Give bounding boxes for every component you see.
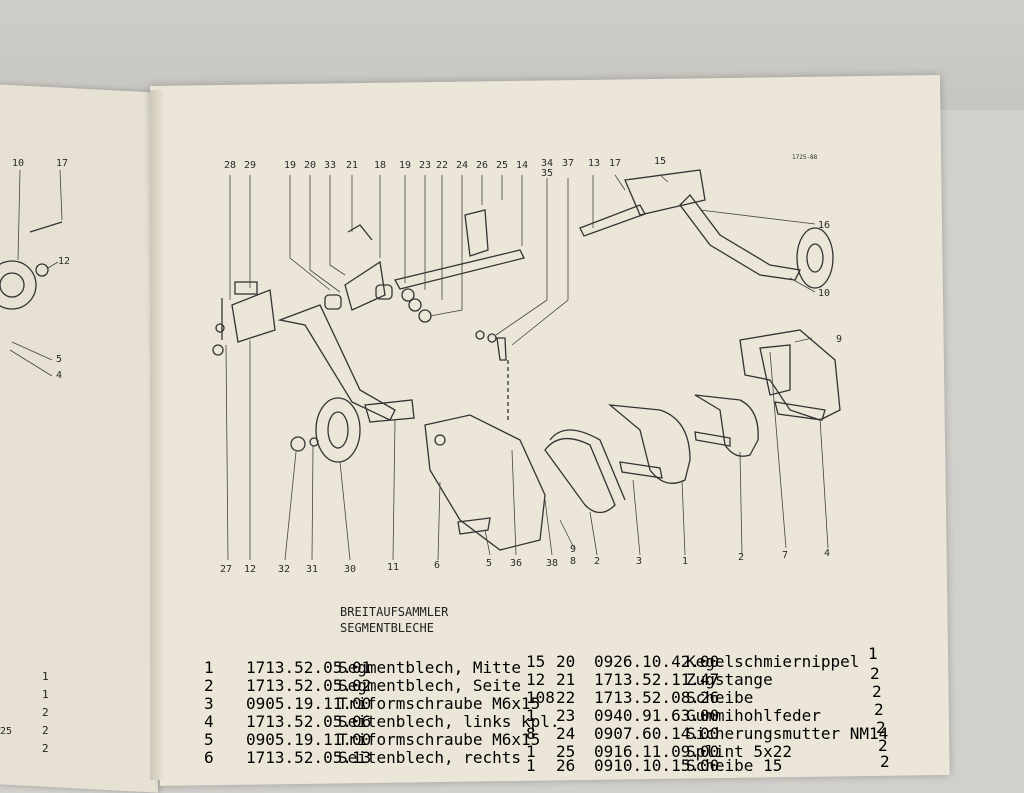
section-heading: BREITAUFSAMMLER SEGMENTBLECHE — [340, 604, 448, 636]
callout: 34 — [541, 158, 554, 169]
wheel-right — [796, 227, 834, 289]
callout: 25 — [0, 726, 13, 737]
callout: 37 — [562, 158, 575, 169]
callout: 19 — [284, 160, 297, 171]
callout: 9 — [836, 334, 843, 345]
callout: 2 — [738, 552, 745, 563]
callout: 33 — [324, 160, 337, 171]
callout: 38 — [546, 558, 559, 569]
exploded-parts-drawing — [0, 169, 841, 561]
wheel-arm — [277, 304, 396, 421]
callout: 10 — [12, 158, 25, 169]
left-qty: 2 — [42, 724, 49, 737]
segment-sheet — [544, 438, 616, 514]
callout: 25 — [496, 160, 509, 171]
left-bolt — [29, 221, 63, 233]
bracket — [344, 260, 386, 311]
callout: 3 — [636, 556, 643, 567]
callout: 12 — [58, 256, 71, 267]
callout: 36 — [510, 558, 523, 569]
callout: 5 — [56, 354, 63, 365]
doc-ref: 1725-88 — [792, 154, 818, 161]
callout: 27 — [220, 564, 233, 575]
callout: 28 — [224, 160, 237, 171]
callout: 6 — [434, 560, 441, 571]
left-qty: 2 — [42, 706, 49, 719]
callout: 15 — [654, 156, 667, 167]
axle-tube — [394, 249, 525, 290]
left-qty: 2 — [42, 742, 49, 755]
callout: 2 — [594, 556, 601, 567]
callout: 13 — [588, 158, 601, 169]
callout: 16 — [818, 220, 831, 231]
callout: 20 — [304, 160, 317, 171]
callout: 21 — [346, 160, 359, 171]
callout: 7 — [782, 550, 789, 561]
callout: 4 — [824, 548, 831, 559]
wheel-left — [315, 397, 361, 463]
heading-line-2: SEGMENTBLECHE — [340, 621, 434, 635]
callout: 30 — [344, 564, 357, 575]
callout: 26 — [476, 160, 489, 171]
left-qty: 1 — [42, 688, 49, 701]
left-qty: 1 — [42, 670, 49, 683]
callout: 29 — [244, 160, 257, 171]
segment-sheet-side — [694, 394, 759, 457]
callout: 31 — [306, 564, 319, 575]
callout: 12 — [244, 564, 257, 575]
callout: 11 — [387, 562, 400, 573]
left-wheel-outline — [0, 260, 37, 310]
callout: 10 — [818, 288, 831, 299]
callout: 5 — [486, 558, 493, 569]
book-spine — [150, 90, 164, 780]
callout: 35 — [541, 168, 554, 179]
callout: 8 — [570, 556, 577, 567]
heading-line-1: BREITAUFSAMMLER — [340, 605, 449, 619]
callout: 9 — [570, 544, 577, 555]
callout: 17 — [56, 158, 69, 169]
callout: 23 — [419, 160, 432, 171]
callout: 1 — [682, 556, 689, 567]
callout: 19 — [399, 160, 412, 171]
callout: 24 — [456, 160, 469, 171]
callout: 4 — [56, 370, 63, 381]
callout: 18 — [374, 160, 387, 171]
callout: 14 — [516, 160, 529, 171]
callout: 22 — [436, 160, 449, 171]
segment-sheet-middle — [607, 404, 691, 484]
callout: 32 — [278, 564, 291, 575]
callout: 17 — [609, 158, 622, 169]
right-axle — [579, 204, 646, 237]
